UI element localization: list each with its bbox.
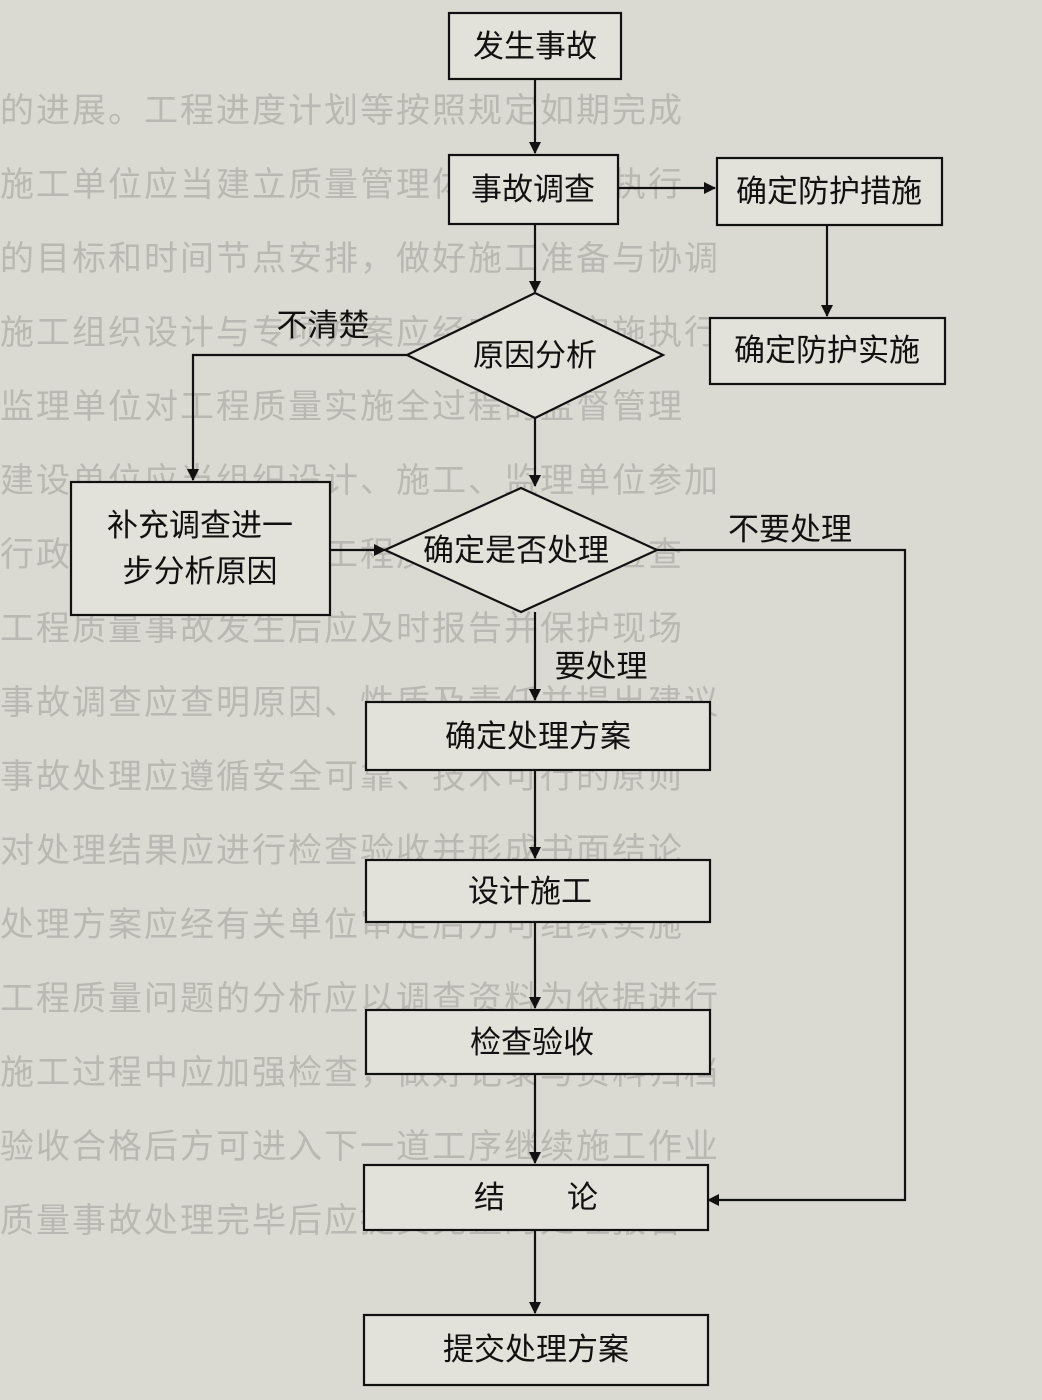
node-conclusion-box (362, 1163, 710, 1232)
node-plan-box (364, 700, 712, 772)
node-occur-box (447, 11, 623, 81)
node-design-construct-box (364, 858, 712, 924)
node-conclusion-label: 结 论 (474, 1180, 598, 1216)
node-occur-label: 发生事故 (473, 29, 597, 65)
arrow-no-handle-to-conclusion (657, 548, 907, 1206)
node-supplement-label-line1: 补充调查进一 (107, 508, 293, 544)
edge-label-unclear: 不清楚 (277, 308, 370, 344)
node-design-construct-label: 设计施工 (468, 874, 592, 910)
node-supplement-label-line2: 步分析原因 (123, 554, 278, 590)
node-investigate-label: 事故调查 (471, 172, 595, 208)
node-protect-measures-box (715, 156, 944, 227)
node-investigate-box (447, 153, 620, 226)
node-submit-label: 提交处理方案 (443, 1332, 629, 1368)
node-protect-measures-label: 确定防护措施 (736, 174, 922, 210)
node-protect-implement-box (708, 316, 947, 386)
node-inspect-box (364, 1008, 712, 1076)
edge-label-handle: 要处理 (555, 649, 648, 685)
arrow-unclear-to-supplement (187, 353, 407, 481)
node-submit-box (362, 1313, 710, 1387)
node-protect-implement-label: 确定防护实施 (734, 333, 920, 369)
node-cause-analysis-diamond (404, 291, 666, 420)
node-decide-label: 确定是否处理 (423, 533, 609, 569)
edge-label-no-handle: 不要处理 (728, 512, 852, 548)
node-supplement-box (69, 480, 332, 617)
node-decide-diamond (382, 486, 660, 614)
node-inspect-label: 检查验收 (470, 1025, 594, 1061)
node-plan-label: 确定处理方案 (445, 719, 631, 755)
node-cause-analysis-label: 原因分析 (473, 338, 597, 374)
